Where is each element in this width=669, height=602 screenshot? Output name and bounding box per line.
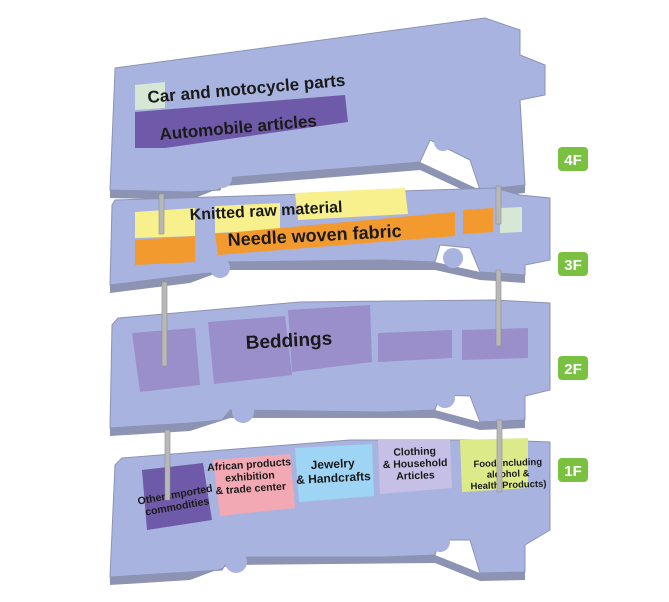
zone-3f-knitted (215, 203, 280, 233)
zone-label: Clothing (393, 445, 436, 458)
zone-label: Jewelry (310, 456, 355, 472)
pillar (164, 429, 171, 501)
zone-label: & Handcrafts (296, 469, 372, 487)
floor-badge-label: 4F (564, 152, 582, 169)
floor-3f-nub (210, 258, 230, 278)
zone-3f-woven (215, 212, 455, 255)
zone-1f-food (460, 438, 528, 492)
floor-4f-nub (212, 168, 232, 188)
floor-4f-edge (110, 162, 525, 200)
zone-1f-african (213, 454, 295, 516)
floor-1f-nub (430, 532, 450, 552)
floor-3f: Knitted raw material Needle woven fabric (109, 187, 551, 293)
floor-badge-label: 3F (564, 257, 582, 274)
zone-1f-other-imported (142, 463, 212, 530)
floor-badge-3f (558, 252, 588, 276)
floor-badges: 4F 3F 2F 1F (558, 147, 588, 482)
floor-1f: Other imported commodities African produ… (109, 438, 551, 585)
floor-badge-4f (558, 147, 588, 171)
floor-1f-edge (110, 555, 525, 585)
floor-2f-nub (435, 388, 455, 408)
floor-4f: Car and motocycle parts Automobile artic… (109, 17, 546, 200)
floor-2f-edge (110, 410, 525, 436)
zone-2f-beddings (462, 328, 528, 360)
pillar (495, 185, 502, 225)
floor-badge-label: 1F (564, 463, 582, 480)
pillar (495, 269, 502, 347)
zone-label: African products (207, 456, 292, 474)
floor-2f: Beddings (109, 299, 551, 436)
floor-1f-nub (225, 551, 247, 573)
zone-label: & Household (383, 457, 448, 471)
floor-4f-nub (434, 133, 452, 151)
floor-badge-1f (558, 458, 588, 482)
zone-label: exhibition (225, 469, 275, 484)
zone-3f-mint (500, 207, 522, 233)
zone-label: Articles (396, 469, 435, 482)
zone-4f-car-parts (135, 82, 165, 110)
zone-1f-jewelry (295, 444, 374, 502)
zone-3f-woven (463, 208, 493, 234)
floor-3f-nub (443, 248, 463, 268)
zone-2f-beddings (208, 316, 292, 384)
pillar (496, 419, 503, 493)
floor-badge-2f (558, 356, 588, 380)
zone-2f-beddings (288, 305, 372, 372)
zone-1f-clothing (378, 440, 452, 494)
floor-badge-label: 2F (564, 361, 582, 378)
zone-3f-knitted (135, 208, 195, 238)
pillar (158, 193, 165, 235)
zone-label: Health Products) (470, 479, 546, 493)
floor-3f-edge (110, 260, 525, 293)
zone-label: Food(including (473, 457, 542, 470)
zone-label: Beddings (245, 328, 333, 354)
pillar (161, 281, 168, 367)
pillars (158, 185, 503, 501)
zone-4f-automobile (135, 95, 348, 148)
zone-3f-knitted (295, 188, 408, 220)
zone-label: & trade center (215, 481, 286, 498)
zone-3f-woven (135, 236, 195, 265)
zone-2f-beddings (378, 330, 452, 362)
floor-2f-nub (232, 401, 254, 423)
